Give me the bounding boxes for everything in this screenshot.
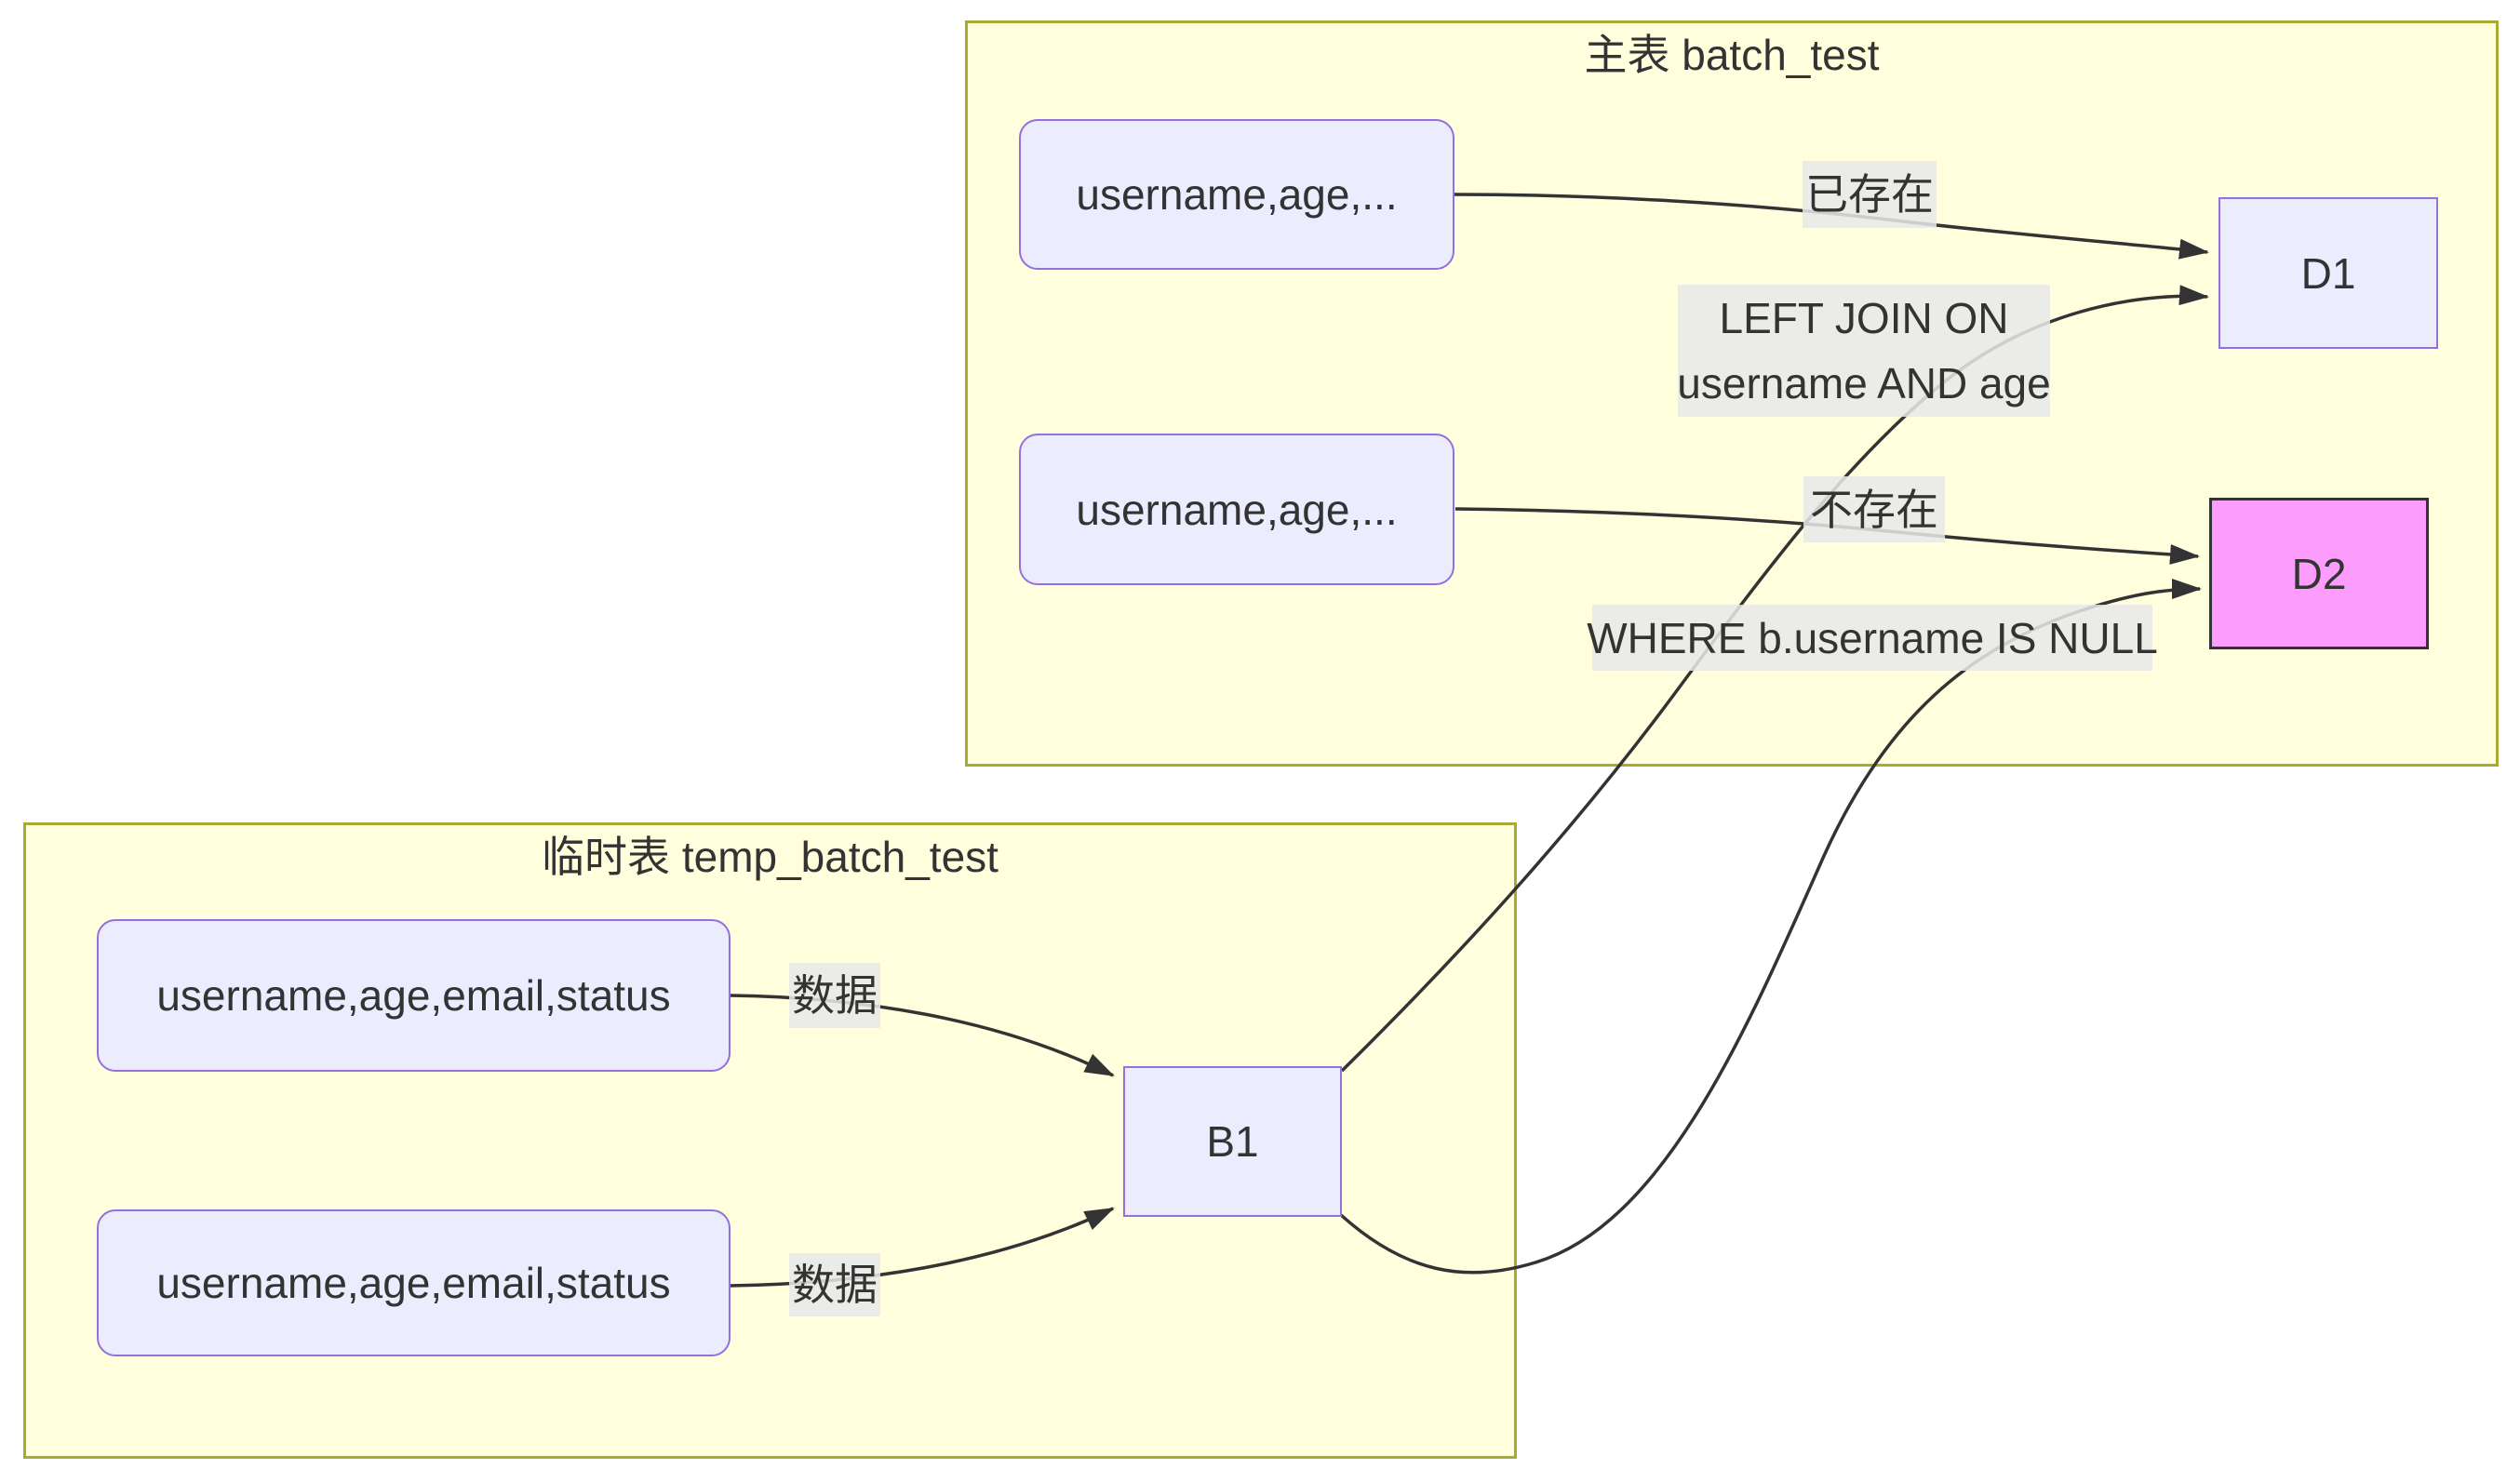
node-temp-row-2: username,age,email,status bbox=[97, 1209, 731, 1356]
node-b1: B1 bbox=[1123, 1066, 1342, 1217]
edge-label-where-null: WHERE b.username IS NULL bbox=[1587, 605, 2158, 671]
edge-label-not-exists: 不存在 bbox=[1803, 476, 1945, 542]
node-main-row-2: username,age,... bbox=[1019, 434, 1454, 585]
edge-label-data-2: 数据 bbox=[789, 1253, 880, 1316]
node-b1-label: B1 bbox=[1206, 1117, 1259, 1166]
edge-b1-to-d2 bbox=[1339, 579, 2202, 1275]
node-temp-row-1: username,age,email,status bbox=[97, 919, 731, 1072]
node-d2-label: D2 bbox=[2291, 549, 2347, 598]
edge-label-data-1: 数据 bbox=[789, 963, 880, 1028]
edge-t1-to-b1 bbox=[730, 994, 1115, 1077]
node-main-row-1: username,age,... bbox=[1019, 119, 1454, 270]
node-temp-row-2-label: username,age,email,status bbox=[156, 1259, 671, 1307]
cluster-main-title: 主表 batch_test bbox=[1584, 31, 1880, 79]
edge-label-exists-text: 已存在 bbox=[1805, 170, 1934, 219]
node-temp-row-1-label: username,age,email,status bbox=[156, 971, 671, 1020]
edge-label-data-2-text: 数据 bbox=[792, 1261, 878, 1309]
edge-label-left-join: LEFT JOIN ON username AND age bbox=[1677, 285, 2051, 417]
edge-t2-to-b1 bbox=[730, 1207, 1115, 1288]
edge-label-data-1-text: 数据 bbox=[792, 971, 878, 1020]
edge-label-not-exists-text: 不存在 bbox=[1810, 485, 1938, 534]
node-d1-label: D1 bbox=[2300, 248, 2356, 298]
node-d1: D1 bbox=[2218, 197, 2438, 349]
cluster-temp-title: 临时表 temp_batch_test bbox=[542, 833, 999, 881]
edge-b1-to-d1 bbox=[1340, 285, 2209, 1073]
node-main-row-1-label: username,age,... bbox=[1076, 170, 1398, 219]
node-d2: D2 bbox=[2209, 498, 2429, 649]
edge-label-exists: 已存在 bbox=[1803, 161, 1937, 228]
edge-label-left-join-line2: username AND age bbox=[1677, 359, 2051, 407]
edge-label-left-join-line1: LEFT JOIN ON bbox=[1719, 294, 2009, 342]
edge-label-where-null-text: WHERE b.username IS NULL bbox=[1587, 613, 2158, 662]
node-main-row-2-label: username,age,... bbox=[1076, 485, 1398, 534]
